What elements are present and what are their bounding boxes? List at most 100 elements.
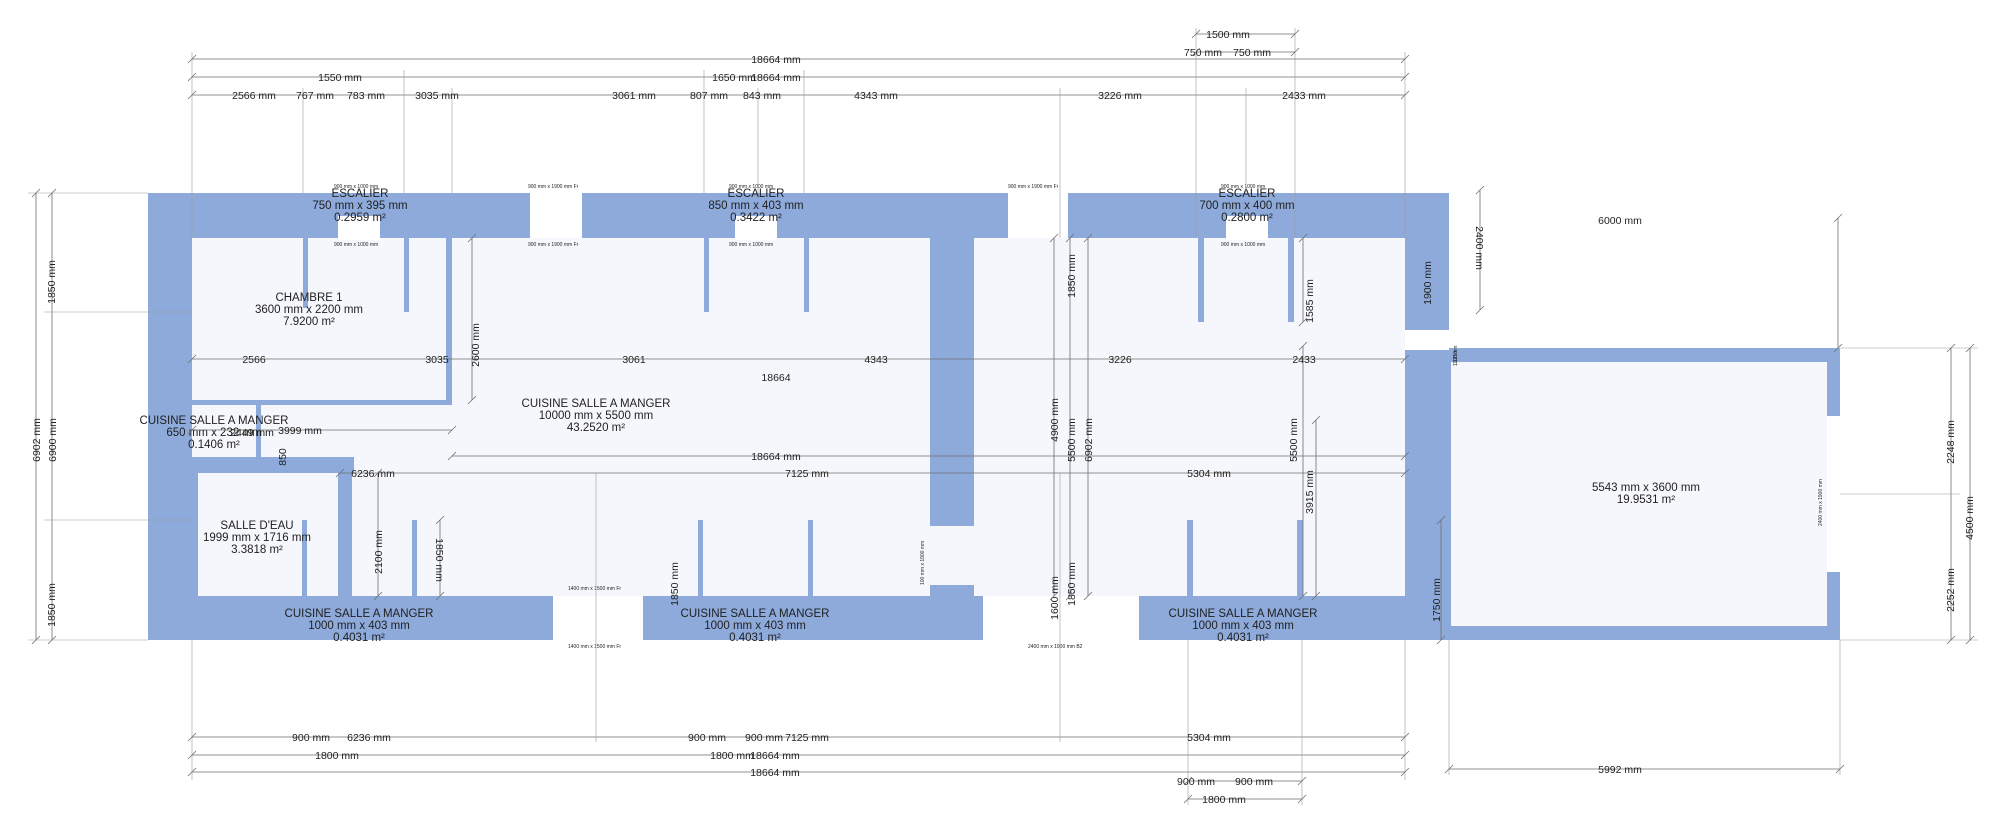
dim-tick: [1183, 794, 1193, 804]
room-area: 0.2959 m²: [334, 212, 386, 224]
dim-tick: [1298, 341, 1308, 351]
dim-tick: [373, 591, 383, 601]
dim-label: 900 mm: [688, 732, 726, 744]
dim-tick: [1400, 54, 1410, 64]
opening-tag: 900 mm x 1900 mm Fr: [528, 184, 579, 190]
opening-top-door: [530, 193, 582, 238]
annex-interior: [1451, 362, 1827, 626]
opening-tag: 1400 mm x 1500 mm Fr: [568, 586, 621, 592]
dim-tick: [1065, 591, 1075, 601]
dim-label: 4500 mm: [1964, 496, 1976, 540]
dim-label: 5304 mm: [1187, 732, 1231, 744]
dim-label: 2449 mm: [230, 427, 274, 439]
dim-label: 18664: [761, 372, 790, 384]
dim-tick: [1400, 468, 1410, 478]
dim-tick: [1965, 635, 1975, 645]
dimension-lines: [28, 28, 1978, 805]
dim-label: 7125 mm: [785, 732, 829, 744]
dim-label: 4900 mm: [1049, 398, 1061, 442]
dim-tick: [373, 468, 383, 478]
dim-label: 3999 mm: [278, 425, 322, 437]
dim-label: 6236 mm: [347, 732, 391, 744]
stub: [1187, 520, 1193, 596]
dim-label: 2433 mm: [1282, 90, 1326, 102]
dim-tick: [31, 188, 41, 198]
opening-stair-top-a: [338, 216, 380, 240]
dim-tick: [435, 591, 445, 601]
wall-chambre-bottom: [192, 400, 452, 405]
dim-label: 750 mm: [1233, 47, 1271, 59]
opening-tag: 2400 mm x 1900 mm B2: [1028, 644, 1083, 650]
dim-label: 2100 mm: [373, 530, 385, 574]
main-building: [148, 193, 1449, 640]
dim-tick: [1297, 794, 1307, 804]
dim-label: 5500 mm: [1288, 418, 1300, 462]
dim-tick: [1400, 732, 1410, 742]
dim-label: 5992 mm: [1598, 764, 1642, 776]
dim-label: 18664 mm: [750, 767, 800, 779]
dim-tick: [1311, 591, 1321, 601]
dim-label: 5500 mm: [1066, 418, 1078, 462]
room-name: SALLE D'EAU: [220, 520, 293, 532]
dim-tick: [1946, 635, 1956, 645]
room-name: CUISINE SALLE A MANGER: [681, 608, 830, 620]
room-size: 1999 mm x 1716 mm: [203, 532, 311, 544]
dim-tick: [1191, 47, 1201, 57]
dim-label: 900 mm: [1177, 776, 1215, 788]
dim-tick: [1835, 764, 1845, 774]
dim-tick: [1191, 29, 1201, 39]
opening-tag: 900 mm x 1000 mm: [729, 184, 773, 190]
stub: [698, 520, 703, 596]
wall-bath-right: [338, 473, 352, 596]
dim-tick: [1400, 451, 1410, 461]
room-area: 0.4031 m²: [1217, 632, 1269, 644]
dim-label: 783 mm: [347, 90, 385, 102]
dim-label: 4343 mm: [854, 90, 898, 102]
dim-tick: [1083, 233, 1093, 243]
opening-tag: 900 mm x 1900 mm Fr: [1008, 184, 1059, 190]
dim-tick: [467, 233, 477, 243]
room-area: 43.2520 m²: [567, 422, 625, 434]
dim-label: 4343: [864, 354, 888, 366]
wall-right-annex: [1405, 238, 1449, 640]
dim-tick: [1049, 591, 1059, 601]
room-area: 0.3422 m²: [730, 212, 782, 224]
dim-tick: [1444, 764, 1454, 774]
dim-tick: [435, 515, 445, 525]
stub: [1288, 238, 1294, 322]
stub: [808, 520, 813, 596]
opening-tag: 1400 mm x 1500 mm Fr: [568, 644, 621, 650]
dim-label: 1850 mm: [46, 260, 58, 304]
dim-label: 6902 mm: [1083, 418, 1095, 462]
stub: [1198, 238, 1204, 322]
room-area: 7.9200 m²: [283, 316, 335, 328]
dim-label: 1800 mm: [1202, 794, 1246, 806]
stub: [412, 520, 417, 596]
dim-tick: [1400, 354, 1410, 364]
opening-tag: 900 mm x 1000 mm: [1221, 242, 1265, 248]
room-size: 850 mm x 403 mm: [708, 200, 803, 212]
dim-tick: [1290, 47, 1300, 57]
dim-label: 7125 mm: [785, 468, 829, 480]
room-area: 0.2800 m²: [1221, 212, 1273, 224]
dim-label: 1585 mm: [1304, 279, 1316, 323]
dim-label: 3035 mm: [415, 90, 459, 102]
opening-tag: 900 mm x 1000 mm: [334, 184, 378, 190]
dim-label: 1500 mm: [1206, 29, 1250, 41]
room-name: ESCALIER: [728, 188, 785, 200]
dim-tick: [1298, 317, 1308, 327]
opening-tag: 900 mm x 1000 mm: [334, 242, 378, 248]
dim-tick: [1833, 343, 1843, 353]
dim-label: 1250: [1453, 351, 1459, 362]
stub: [303, 238, 308, 308]
dim-label: 2252 mm: [1945, 568, 1957, 612]
wall-partition-b: [930, 585, 974, 596]
dimension-labels: 18664 mm 18664 mm 1500 mm 750 mm 750 mm …: [31, 29, 1976, 806]
dim-tick: [47, 635, 57, 645]
stub: [804, 238, 809, 312]
opening-stair-top-c: [1226, 216, 1268, 240]
room-size: 10000 mm x 5500 mm: [539, 410, 653, 422]
room-size: 1000 mm x 403 mm: [704, 620, 806, 632]
dim-tick: [187, 425, 197, 435]
